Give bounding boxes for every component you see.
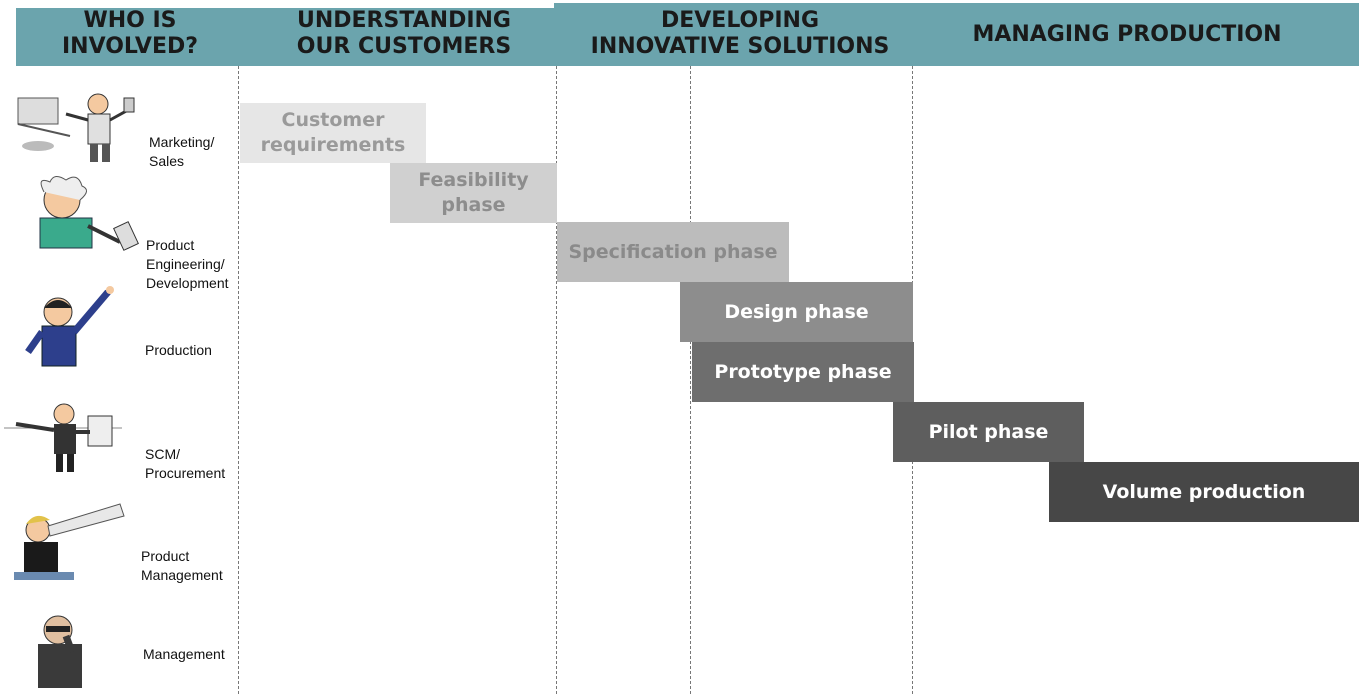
phase-specification: Specification phase bbox=[557, 222, 789, 282]
role-product-management: Product Management bbox=[141, 548, 223, 583]
phase-design: Design phase bbox=[680, 282, 913, 342]
phase-prototype: Prototype phase bbox=[692, 342, 914, 402]
manager-thinking-icon bbox=[22, 608, 100, 690]
engineer-icon bbox=[22, 172, 146, 256]
header-band-right bbox=[554, 3, 1359, 66]
header-band-left bbox=[16, 8, 554, 66]
salesperson-icon bbox=[10, 84, 146, 164]
procurement-clipboard-icon bbox=[2, 394, 124, 474]
phase-pilot: Pilot phase bbox=[893, 402, 1084, 462]
column-divider bbox=[556, 66, 557, 694]
column-divider bbox=[238, 66, 239, 694]
role-marketing-sales: Marketing/ Sales bbox=[149, 134, 215, 169]
column-divider bbox=[690, 66, 691, 694]
role-management: Management bbox=[143, 646, 225, 662]
header-developing-solutions: DEVELOPING INNOVATIVE SOLUTIONS bbox=[590, 8, 890, 59]
role-scm-procurement: SCM/ Procurement bbox=[145, 446, 226, 481]
production-worker-icon bbox=[18, 282, 124, 370]
role-production: Production bbox=[145, 342, 212, 358]
role-product-engineering: Product Engineering/ Development bbox=[146, 237, 229, 291]
header-managing-production: MANAGING PRODUCTION bbox=[972, 22, 1282, 47]
header-who-is-involved: WHO IS INVOLVED? bbox=[61, 8, 198, 59]
phase-customer-requirements: Customer requirements bbox=[240, 103, 426, 163]
phase-volume-production: Volume production bbox=[1049, 462, 1359, 522]
phase-feasibility: Feasibility phase bbox=[390, 163, 557, 223]
telescope-icon bbox=[8, 500, 130, 582]
header-understanding-customers: UNDERSTANDING OUR CUSTOMERS bbox=[296, 8, 512, 59]
